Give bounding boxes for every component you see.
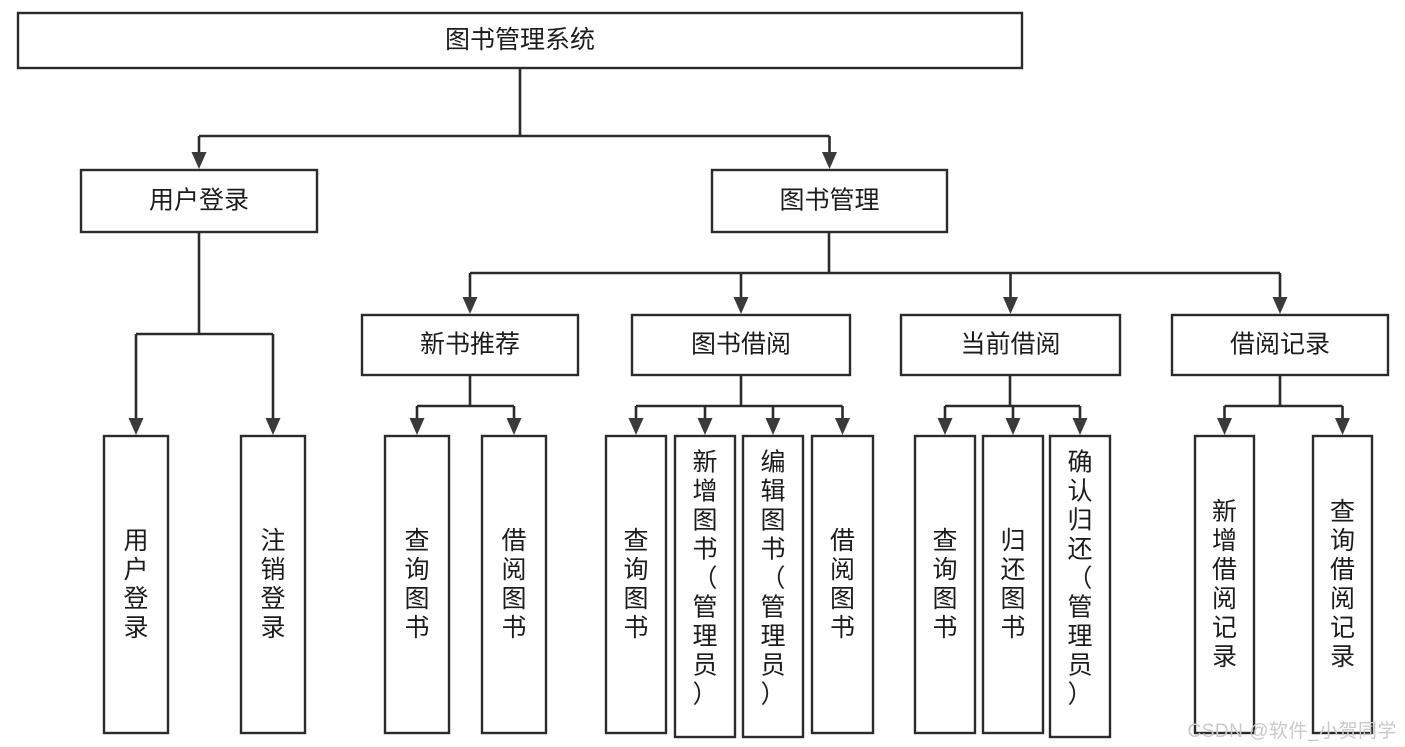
node-label: 新增图书（管理员） bbox=[692, 449, 717, 709]
node-leaf-return-book[interactable]: 归还图书 bbox=[981, 434, 1045, 735]
node-box[interactable] bbox=[383, 434, 451, 735]
node-leaf-confirm-return-admin[interactable]: 确认归还（管理员） bbox=[1048, 434, 1112, 739]
connector-arrowhead bbox=[835, 418, 850, 435]
node-leaf-query-book-1[interactable]: 查询图书 bbox=[383, 434, 451, 735]
node-label: 查询借阅记录 bbox=[1330, 498, 1355, 671]
node-box[interactable] bbox=[913, 434, 977, 735]
node-leaf-add-borrow-record[interactable]: 新增借阅记录 bbox=[1193, 434, 1256, 735]
node-leaf-query-book-3[interactable]: 查询图书 bbox=[913, 434, 977, 735]
node-box[interactable] bbox=[480, 434, 548, 735]
node-box[interactable] bbox=[810, 434, 875, 735]
connector-arrowhead bbox=[1335, 418, 1350, 435]
connector-arrowhead bbox=[191, 152, 207, 169]
node-label: 图书管理系统 bbox=[445, 26, 595, 54]
node-label: 查询图书 bbox=[932, 527, 957, 642]
node-label: 图书管理 bbox=[779, 187, 879, 215]
connector-arrowhead bbox=[697, 418, 713, 435]
node-leaf-borrow-book-1[interactable]: 借阅图书 bbox=[480, 434, 548, 735]
node-label: 图书借阅 bbox=[691, 331, 791, 359]
connector-arrowhead bbox=[462, 297, 478, 314]
node-leaf-query-book-2[interactable]: 查询图书 bbox=[604, 434, 668, 735]
connector-arrowhead bbox=[1003, 297, 1018, 314]
node-label: 查询图书 bbox=[623, 527, 648, 642]
connector-arrowhead bbox=[1217, 418, 1232, 435]
node-label: 借阅记录 bbox=[1230, 331, 1330, 359]
node-box[interactable] bbox=[239, 434, 307, 735]
connector-arrowhead bbox=[822, 152, 837, 169]
node-label: 用户登录 bbox=[149, 187, 249, 215]
node-book-borrow[interactable]: 图书借阅 bbox=[630, 313, 852, 377]
connector-arrowhead bbox=[265, 418, 281, 435]
connector-arrowhead bbox=[1272, 297, 1288, 314]
connector-arrowhead bbox=[1005, 418, 1021, 435]
node-leaf-user-login[interactable]: 用户登录 bbox=[102, 434, 170, 735]
node-label: 新增借阅记录 bbox=[1212, 498, 1237, 671]
node-new-book-recommend[interactable]: 新书推荐 bbox=[360, 313, 580, 377]
node-root[interactable]: 图书管理系统 bbox=[16, 11, 1024, 70]
connector-arrowhead bbox=[506, 418, 522, 435]
connector-arrowhead bbox=[628, 418, 644, 435]
node-box[interactable] bbox=[1193, 434, 1256, 735]
node-box[interactable] bbox=[102, 434, 170, 735]
node-label: 借阅图书 bbox=[501, 527, 526, 642]
node-leaf-query-borrow-record[interactable]: 查询借阅记录 bbox=[1311, 434, 1374, 735]
node-user-login[interactable]: 用户登录 bbox=[79, 168, 319, 234]
connector-arrowhead bbox=[733, 297, 749, 314]
node-label: 用户登录 bbox=[123, 527, 148, 642]
node-label: 查询图书 bbox=[404, 527, 429, 642]
connector-arrowhead bbox=[937, 418, 953, 435]
node-box[interactable] bbox=[79, 168, 319, 234]
node-current-borrow[interactable]: 当前借阅 bbox=[899, 313, 1122, 377]
connector-arrowhead bbox=[128, 418, 144, 435]
node-label: 归还图书 bbox=[1000, 527, 1025, 642]
node-box[interactable] bbox=[981, 434, 1045, 735]
node-box[interactable] bbox=[360, 313, 580, 377]
node-box[interactable] bbox=[899, 313, 1122, 377]
node-label: 注销登录 bbox=[260, 527, 285, 642]
node-box[interactable] bbox=[1170, 313, 1390, 377]
node-leaf-logout[interactable]: 注销登录 bbox=[239, 434, 307, 735]
node-box[interactable] bbox=[16, 11, 1024, 70]
node-box[interactable] bbox=[630, 313, 852, 377]
node-label: 当前借阅 bbox=[960, 331, 1060, 359]
node-box[interactable] bbox=[741, 434, 805, 739]
node-label: 新书推荐 bbox=[420, 331, 520, 359]
node-borrow-record[interactable]: 借阅记录 bbox=[1170, 313, 1390, 377]
node-label: 编辑图书（管理员） bbox=[760, 449, 785, 709]
node-book-manage[interactable]: 图书管理 bbox=[710, 168, 949, 234]
node-leaf-edit-book-admin[interactable]: 编辑图书（管理员） bbox=[741, 434, 805, 739]
connector-arrowhead bbox=[1072, 418, 1088, 435]
node-box[interactable] bbox=[710, 168, 949, 234]
node-box[interactable] bbox=[1311, 434, 1374, 735]
node-box[interactable] bbox=[604, 434, 668, 735]
node-leaf-add-book-admin[interactable]: 新增图书（管理员） bbox=[673, 434, 737, 739]
node-leaf-borrow-book-2[interactable]: 借阅图书 bbox=[810, 434, 875, 735]
connectors-layer bbox=[128, 68, 1350, 435]
node-label: 确认归还（管理员） bbox=[1067, 449, 1092, 709]
node-label: 借阅图书 bbox=[830, 527, 855, 642]
connector-arrowhead bbox=[409, 418, 425, 435]
node-box[interactable] bbox=[1048, 434, 1112, 739]
connector-arrowhead bbox=[765, 418, 781, 435]
node-box[interactable] bbox=[673, 434, 737, 739]
nodes-layer: 图书管理系统用户登录图书管理新书推荐图书借阅当前借阅借阅记录用户登录注销登录查询… bbox=[16, 11, 1390, 739]
